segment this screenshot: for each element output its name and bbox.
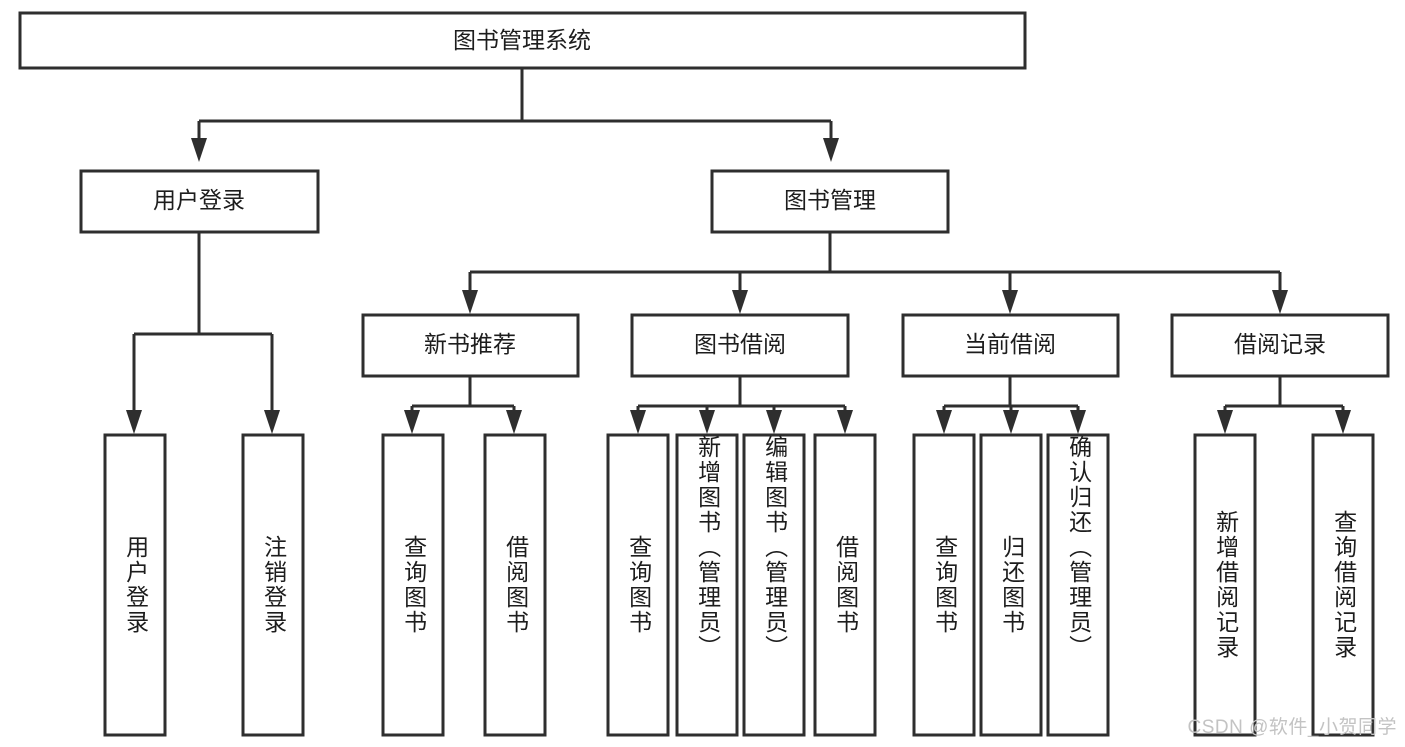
arrow-cb-leaf-2 bbox=[1003, 410, 1019, 434]
new-book-recommend-label: 新书推荐 bbox=[424, 331, 516, 357]
arrow-book-borrow bbox=[732, 290, 748, 314]
book-borrow-box[interactable] bbox=[630, 313, 850, 378]
leaf-box-query-book-nb[interactable] bbox=[381, 433, 445, 737]
arrow-leaf-user-login bbox=[126, 410, 142, 434]
node-borrow-record[interactable]: 借阅记录 bbox=[1170, 313, 1390, 378]
book-management-box[interactable] bbox=[710, 169, 950, 234]
arrow-br-leaf-2 bbox=[1335, 410, 1351, 434]
connector-root-to-level2 bbox=[191, 68, 839, 162]
leaf-box-borrow-book-bb[interactable] bbox=[813, 433, 877, 737]
arrow-br-leaf-1 bbox=[1217, 410, 1233, 434]
leaf-box-edit-book-admin[interactable] bbox=[742, 433, 806, 737]
arrow-leaf-logout bbox=[264, 410, 280, 434]
leaf-box-add-book-admin[interactable] bbox=[675, 433, 739, 737]
book-management-label: 图书管理 bbox=[784, 187, 876, 213]
leaf-box-query-book-bb[interactable] bbox=[606, 433, 670, 737]
user-login-label: 用户登录 bbox=[153, 187, 245, 213]
book-borrow-label: 图书借阅 bbox=[694, 331, 786, 357]
connector-new-book-to-leaves bbox=[404, 376, 522, 434]
connector-current-borrow-to-leaves bbox=[936, 376, 1086, 434]
node-new-book-recommend[interactable]: 新书推荐 bbox=[361, 313, 580, 378]
arrow-user-login bbox=[191, 138, 207, 162]
node-root[interactable]: 图书管理系统 bbox=[18, 11, 1027, 70]
leaf-box-confirm-return-admin[interactable] bbox=[1046, 433, 1110, 737]
arrow-bb-leaf-1 bbox=[630, 410, 646, 434]
leaf-box-logout[interactable] bbox=[241, 433, 305, 737]
arrow-book-mgmt bbox=[823, 138, 839, 162]
leaf-box-query-book-cb[interactable] bbox=[912, 433, 976, 737]
arrow-cb-leaf-1 bbox=[936, 410, 952, 434]
node-book-borrow[interactable]: 图书借阅 bbox=[630, 313, 850, 378]
arrow-new-book bbox=[462, 290, 478, 314]
connector-borrow-record-to-leaves bbox=[1217, 376, 1351, 434]
leaf-box-borrow-book-nb[interactable] bbox=[483, 433, 547, 737]
new-book-recommend-box[interactable] bbox=[361, 313, 580, 378]
connector-user-login-to-leaves bbox=[126, 232, 280, 434]
arrow-bb-leaf-4 bbox=[837, 410, 853, 434]
node-current-borrow[interactable]: 当前借阅 bbox=[901, 313, 1120, 378]
root-label: 图书管理系统 bbox=[453, 27, 591, 53]
borrow-record-box[interactable] bbox=[1170, 313, 1390, 378]
connector-book-mgmt-to-level3 bbox=[462, 232, 1288, 314]
current-borrow-label: 当前借阅 bbox=[964, 331, 1056, 357]
leaf-box-add-borrow-record[interactable] bbox=[1193, 433, 1257, 737]
arrow-nb-leaf-2 bbox=[506, 410, 522, 434]
arrow-bb-leaf-2 bbox=[699, 410, 715, 434]
node-user-login[interactable]: 用户登录 bbox=[79, 169, 320, 234]
watermark-text: CSDN @软件_小贺同学 bbox=[1187, 717, 1397, 738]
connector-book-borrow-to-leaves bbox=[630, 376, 853, 434]
arrow-bb-leaf-3 bbox=[766, 410, 782, 434]
arrow-nb-leaf-1 bbox=[404, 410, 420, 434]
arrow-borrow-record bbox=[1272, 290, 1288, 314]
leaf-box-user-login[interactable] bbox=[103, 433, 167, 737]
arrow-current-borrow bbox=[1002, 290, 1018, 314]
node-book-management[interactable]: 图书管理 bbox=[710, 169, 950, 234]
arrow-cb-leaf-3 bbox=[1070, 410, 1086, 434]
leaf-box-query-borrow-record[interactable] bbox=[1311, 433, 1375, 737]
current-borrow-box[interactable] bbox=[901, 313, 1120, 378]
borrow-record-label: 借阅记录 bbox=[1234, 331, 1326, 357]
leaf-box-return-book[interactable] bbox=[979, 433, 1043, 737]
root-box[interactable] bbox=[18, 11, 1027, 70]
